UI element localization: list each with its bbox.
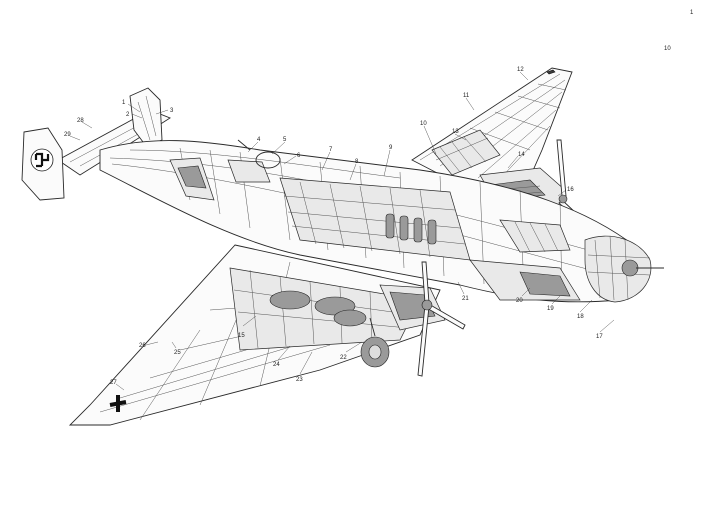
callout-5: 5 xyxy=(283,137,287,143)
callout-2: 2 xyxy=(126,112,130,118)
callout-24: 24 xyxy=(273,362,280,368)
callout-25: 25 xyxy=(174,350,181,356)
callout-21: 21 xyxy=(462,296,469,302)
gun-ring xyxy=(255,151,281,169)
callout-8: 8 xyxy=(355,159,359,165)
callout-labels: 1 2 3 4 5 6 7 8 9 10 11 12 13 14 15 16 1… xyxy=(64,67,615,391)
callout-27: 27 xyxy=(110,380,117,386)
tail-emblem xyxy=(30,148,54,172)
nose-section xyxy=(469,219,664,303)
fuselage xyxy=(99,139,649,303)
callout-15: 15 xyxy=(238,333,245,339)
starboard-wing xyxy=(411,67,573,201)
callout-17: 17 xyxy=(596,334,603,340)
callout-9: 9 xyxy=(389,145,393,151)
callout-6: 6 xyxy=(297,153,301,159)
callout-23: 23 xyxy=(296,377,303,383)
callout-14: 14 xyxy=(518,152,525,158)
callout-12: 12 xyxy=(517,67,524,73)
wing-cross-emblem-port xyxy=(109,395,127,412)
corner-mark-top: 1 xyxy=(690,10,694,16)
callout-1: 1 xyxy=(122,100,126,106)
tail-assembly xyxy=(21,87,171,201)
callout-20: 20 xyxy=(516,298,523,304)
corner-mark-right: 10 xyxy=(664,46,671,52)
callout-19: 19 xyxy=(547,306,554,312)
callout-28: 28 xyxy=(77,118,84,124)
callout-18: 18 xyxy=(577,314,584,320)
callout-26: 26 xyxy=(139,343,146,349)
fuel-tank-row xyxy=(385,213,437,245)
callout-22: 22 xyxy=(340,355,347,361)
wing-cross-emblem-starboard xyxy=(546,69,556,75)
callout-7: 7 xyxy=(329,147,333,153)
wing-fuel-tanks xyxy=(269,290,367,327)
callout-11: 11 xyxy=(463,93,470,99)
callout-13: 13 xyxy=(452,129,459,135)
callout-10: 10 xyxy=(420,121,427,127)
port-engine xyxy=(360,261,466,377)
callout-4: 4 xyxy=(257,137,261,143)
callout-29: 29 xyxy=(64,132,71,138)
port-propeller-spinner xyxy=(421,299,433,311)
callout-3: 3 xyxy=(170,108,174,114)
port-wing xyxy=(68,244,441,426)
callout-16: 16 xyxy=(567,187,574,193)
nose-gun-mount xyxy=(621,259,639,277)
cockpit-glazing xyxy=(499,219,571,253)
propeller-spinner xyxy=(558,194,568,204)
